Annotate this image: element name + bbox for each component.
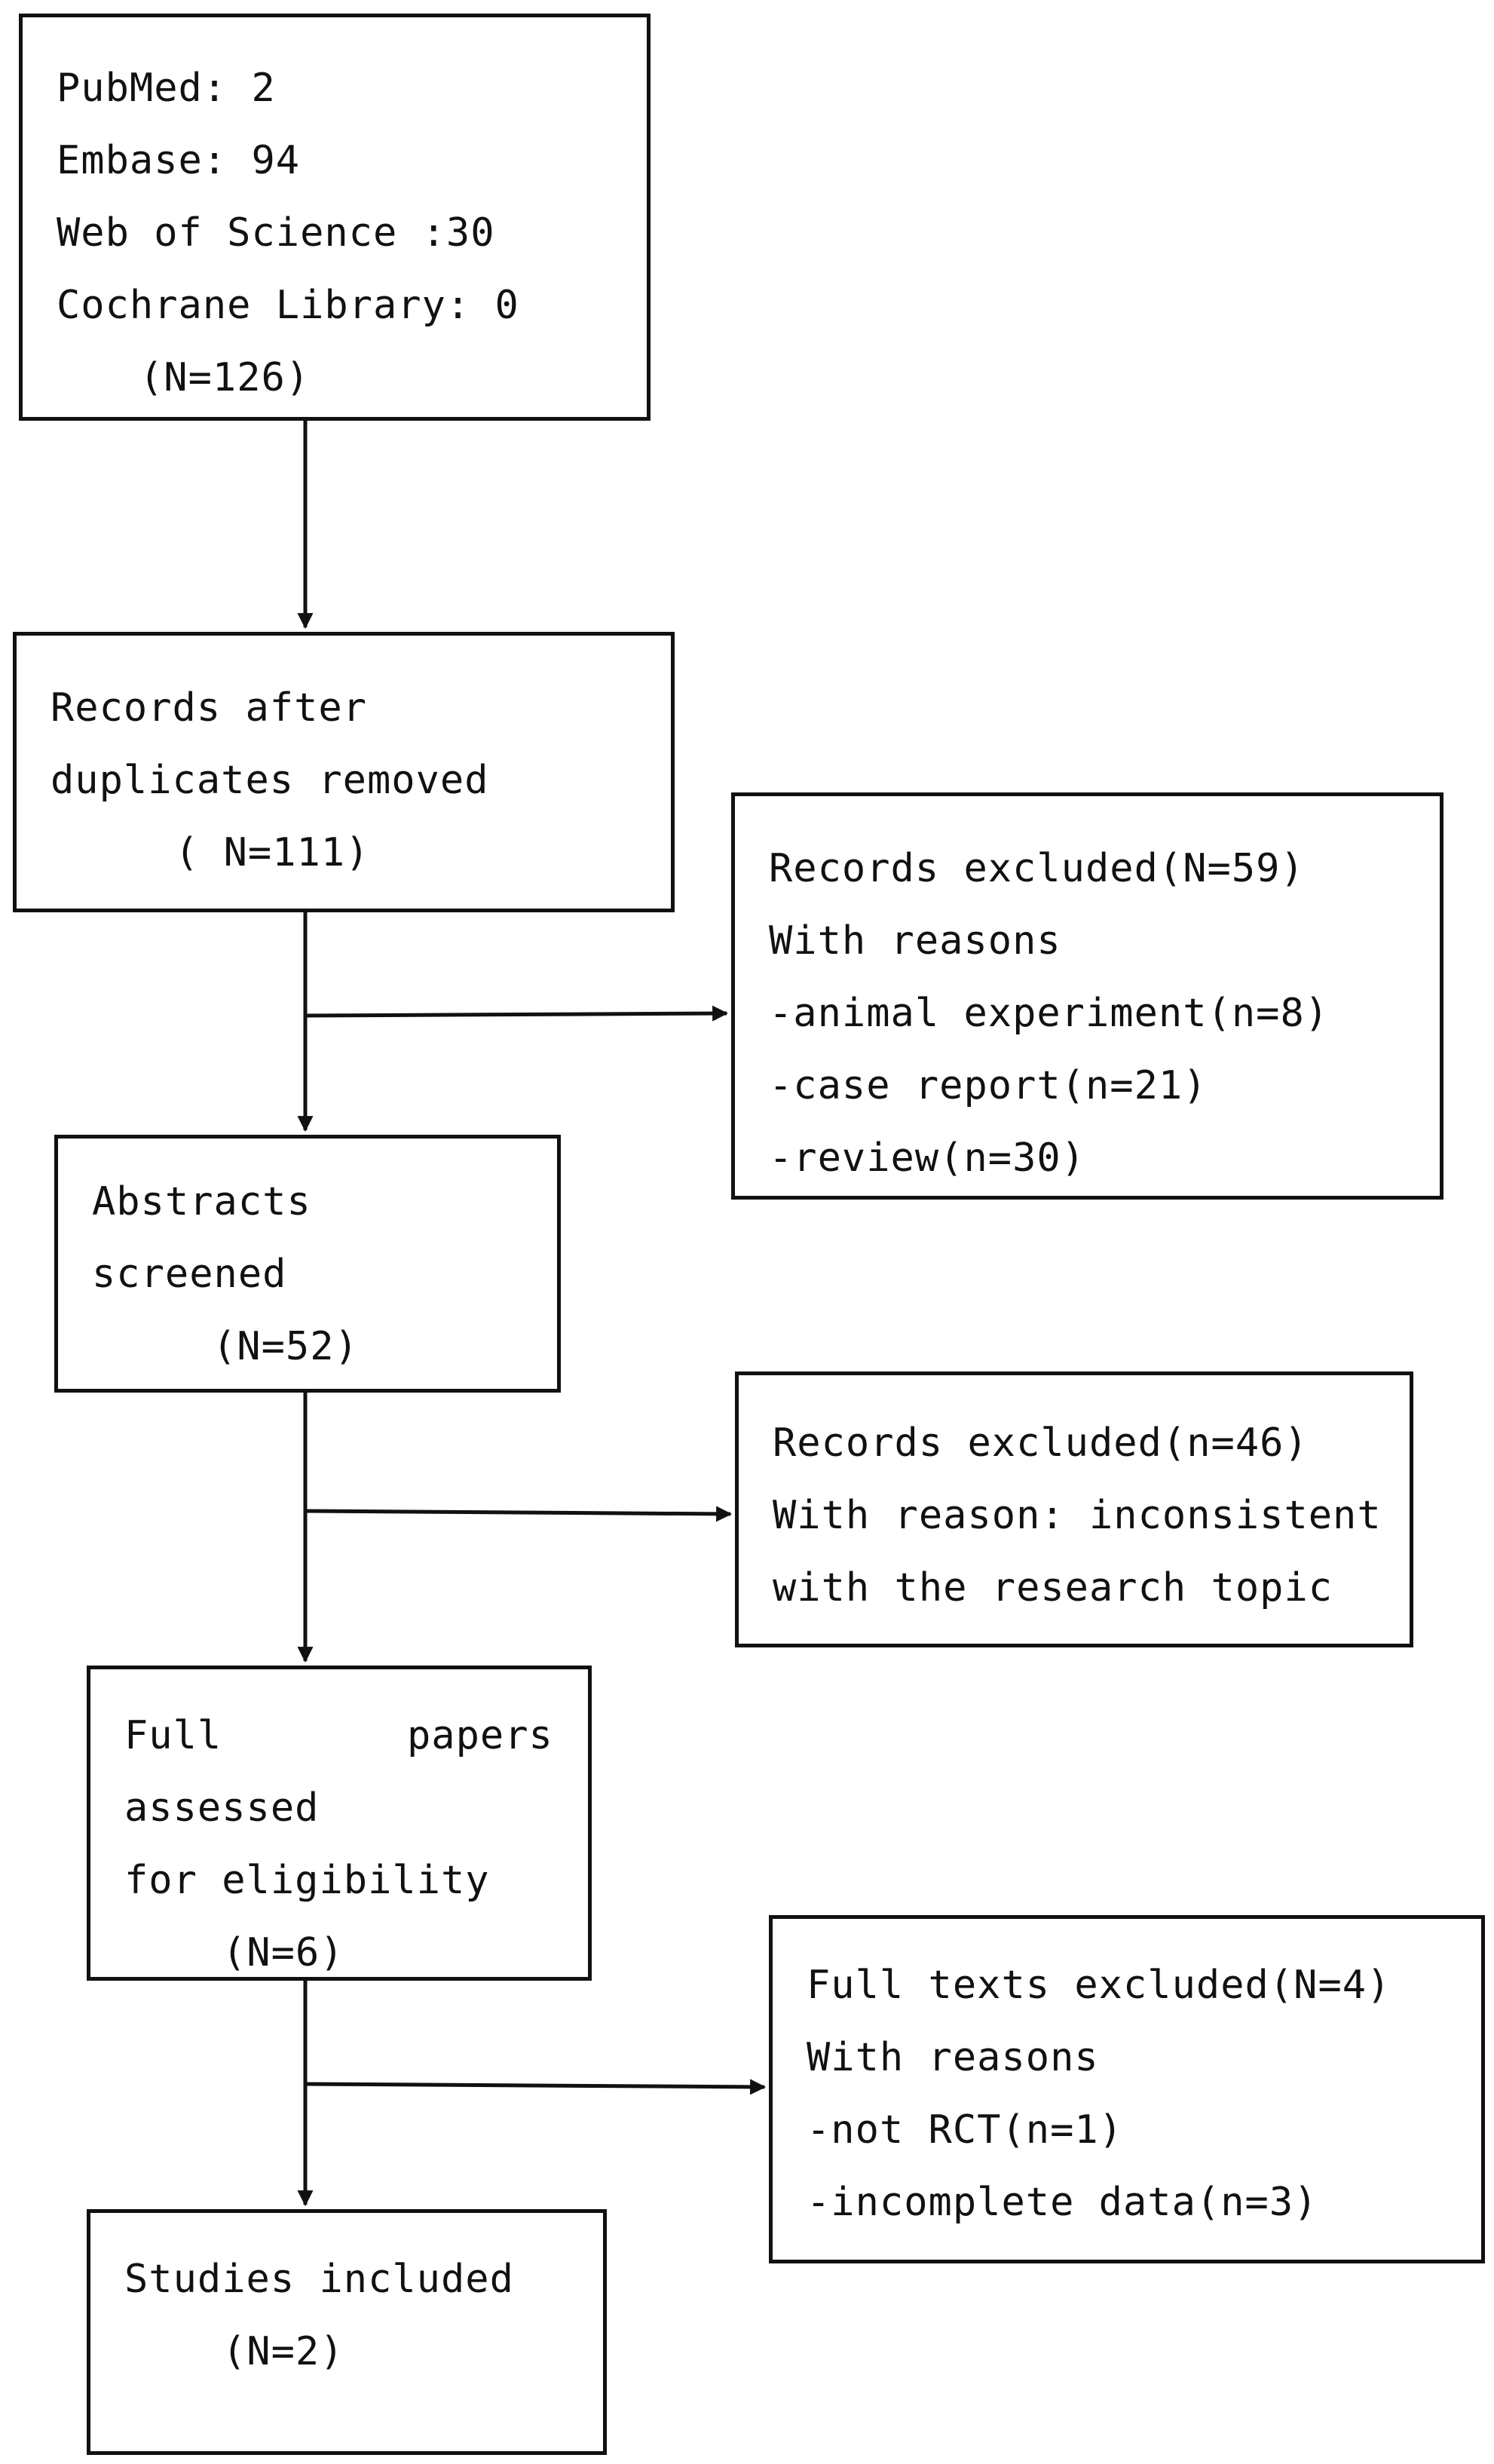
- included-label: Studies included: [124, 2257, 514, 2302]
- abstracts-total: (N=52): [213, 1324, 359, 1369]
- source-pubmed: PubMed: 2: [57, 66, 276, 111]
- excluded-abstracts-reason-line2: with the research topic: [773, 1565, 1333, 1610]
- excluded-records-box: Records excluded(N=59) With reasons -ani…: [731, 792, 1443, 1200]
- source-web-of-science: Web of Science :30: [57, 210, 495, 256]
- excluded-full-texts-reasons: With reasons: [807, 2035, 1099, 2080]
- excluded-reason-review: -review(n=30): [769, 1135, 1085, 1181]
- arrow-to-excluded-full-texts: [305, 2079, 767, 2095]
- arrow-to-excluded-records: [305, 1005, 729, 1022]
- full-papers-box: Full papers assessed for eligibility (N=…: [87, 1666, 592, 1981]
- source-cochrane: Cochrane Library: 0: [57, 283, 519, 328]
- abstracts-box: Abstracts screened (N=52): [54, 1135, 561, 1393]
- sources-total: (N=126): [139, 355, 311, 400]
- deduplicated-total: ( N=111): [175, 830, 370, 875]
- deduplicated-label-line1: Records after: [51, 685, 367, 731]
- excluded-abstracts-reason-line1: With reason: inconsistent: [773, 1493, 1382, 1538]
- excluded-full-texts-title: Full texts excluded(N=4): [807, 1963, 1391, 2008]
- included-box: Studies included (N=2): [87, 2209, 607, 2455]
- source-embase: Embase: 94: [57, 138, 301, 183]
- excluded-abstracts-title: Records excluded(n=46): [773, 1420, 1309, 1466]
- sources-box: PubMed: 2 Embase: 94 Web of Science :30 …: [19, 14, 651, 421]
- abstracts-label-line2: screened: [92, 1252, 287, 1297]
- deduplicated-label-line2: duplicates removed: [51, 758, 489, 803]
- full-papers-total: (N=6): [222, 1930, 344, 1975]
- abstracts-label-line1: Abstracts: [92, 1179, 311, 1224]
- excluded-reason-incomplete-data: -incomplete data(n=3): [807, 2180, 1318, 2225]
- full-papers-label-line3: for eligibility: [124, 1858, 490, 1903]
- excluded-records-reasons: With reasons: [769, 918, 1061, 964]
- excluded-records-title: Records excluded(N=59): [769, 846, 1305, 891]
- arrow-to-excluded-abstracts: [305, 1506, 733, 1522]
- excluded-reason-not-rct: -not RCT(n=1): [807, 2107, 1123, 2153]
- full-papers-label-right: papers: [407, 1713, 553, 1758]
- excluded-full-texts-box: Full texts excluded(N=4) With reasons -n…: [769, 1915, 1485, 2263]
- deduplicated-box: Records after duplicates removed ( N=111…: [13, 632, 675, 912]
- full-papers-label-line2: assessed: [124, 1785, 320, 1831]
- excluded-reason-case-report: -case report(n=21): [769, 1063, 1208, 1108]
- excluded-reason-animal: -animal experiment(n=8): [769, 991, 1330, 1036]
- included-total: (N=2): [222, 2329, 344, 2374]
- excluded-abstracts-box: Records excluded(n=46) With reason: inco…: [735, 1371, 1413, 1647]
- full-papers-label-left: Full: [124, 1713, 222, 1758]
